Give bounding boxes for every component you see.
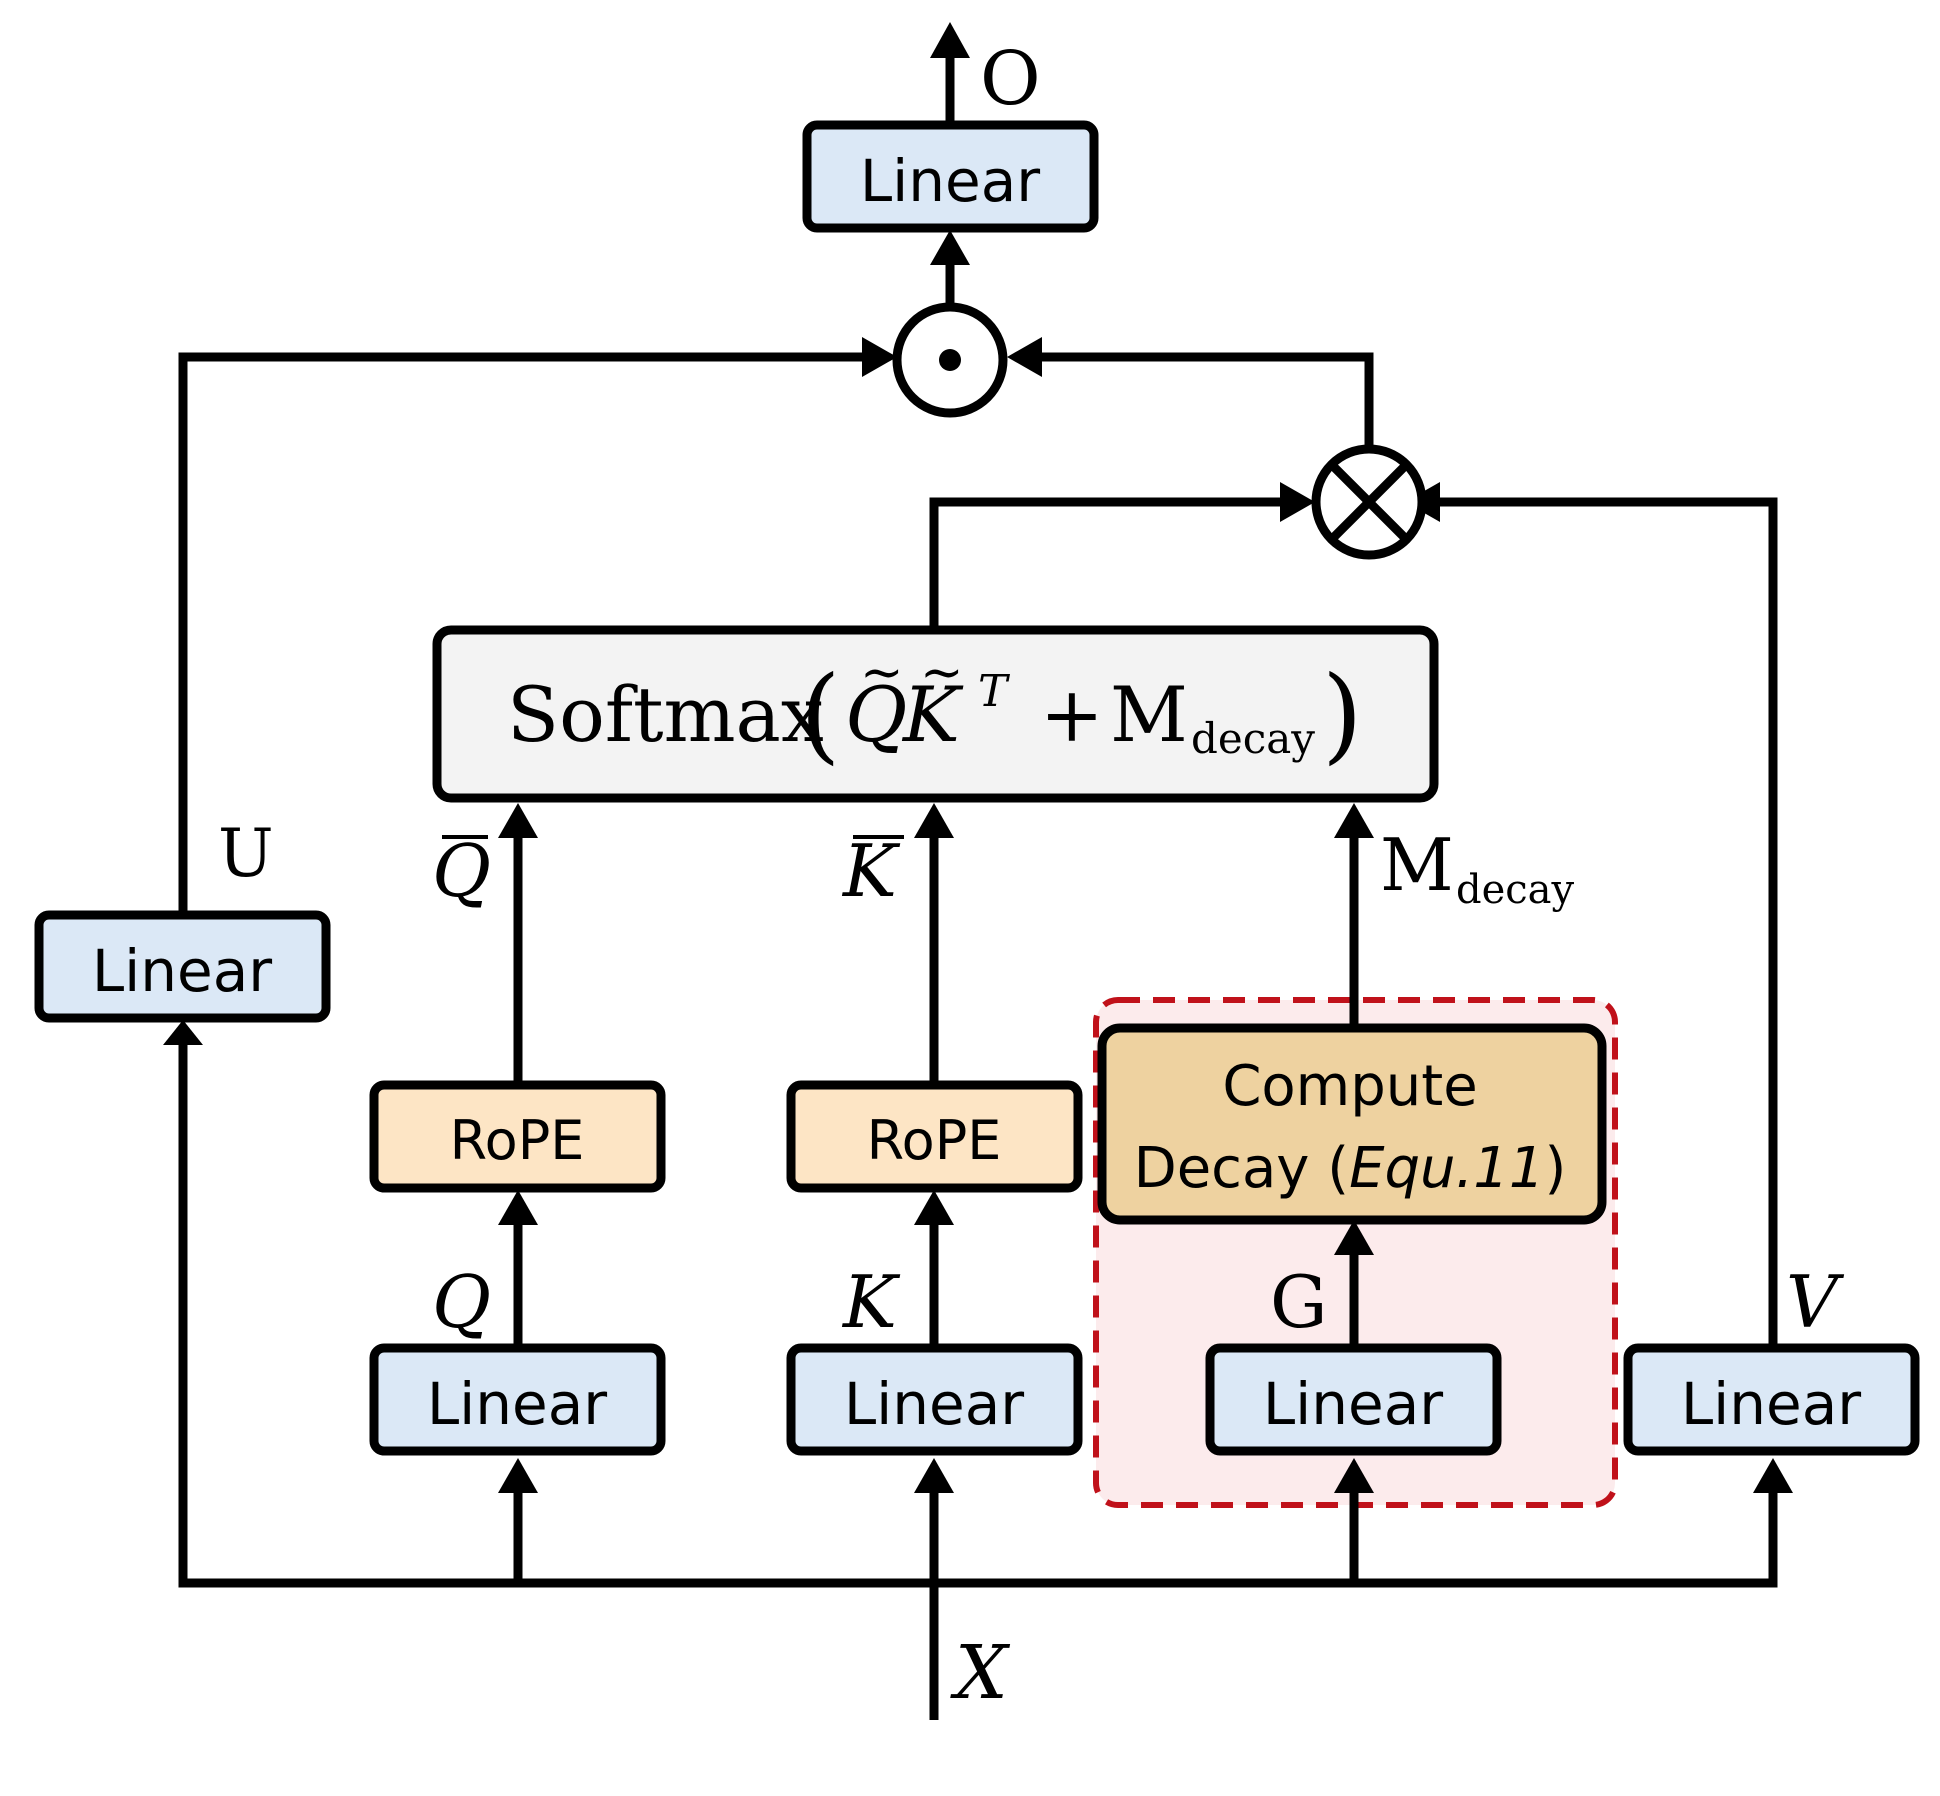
g-label: G [1270, 1260, 1328, 1344]
softmax-m-sub: decay [1191, 714, 1315, 763]
linear-v-label: Linear [1681, 1370, 1861, 1438]
compute-decay-prefix: Decay ( [1134, 1136, 1349, 1201]
connection-wires [178, 55, 1778, 1720]
m-decay-sub: decay [1456, 867, 1575, 913]
softmax-formula: Softmax ( Q ~ K ~ T + M decay ) [507, 643, 1363, 775]
matmul-operator [1311, 444, 1427, 560]
q-label: Q [432, 1260, 491, 1344]
linear-u-label: Linear [92, 937, 272, 1005]
softmax-q-tilde-q: Q [845, 670, 907, 759]
hadamard-operator [892, 302, 1008, 418]
arrowheads [163, 22, 1793, 1493]
softmax-k-tilde-k: K [901, 670, 964, 759]
m-decay-label: M [1380, 823, 1454, 907]
softmax-k-tilde: ~ [920, 643, 964, 703]
k-bar-label: K [841, 829, 901, 913]
linear-q-block [369, 1343, 666, 1456]
softmax-block [432, 625, 1439, 803]
q-bar-label: Q [432, 829, 491, 913]
softmax-fn: Softmax [507, 670, 824, 759]
linear-k-label: Linear [844, 1370, 1024, 1438]
compute-decay-block [1097, 1023, 1607, 1225]
linear-output-label: Linear [860, 147, 1040, 215]
compute-decay-line2: Decay (Equ.11) [1134, 1136, 1567, 1201]
linear-g-block [1205, 1343, 1502, 1456]
rope-k-block [786, 1080, 1083, 1193]
linear-output-block [802, 120, 1099, 233]
linear-g-label: Linear [1263, 1370, 1443, 1438]
linear-u-block [34, 910, 331, 1023]
compute-decay-eq: Equ.11 [1349, 1136, 1544, 1201]
rope-k-label: RoPE [867, 1109, 1002, 1172]
softmax-open-paren: ( [800, 653, 841, 775]
rope-q-block [369, 1080, 666, 1193]
v-label: V [1786, 1260, 1845, 1344]
linear-q-label: Linear [427, 1370, 607, 1438]
softmax-transpose: T [978, 666, 1011, 717]
compute-decay-line1: Compute [1222, 1054, 1477, 1119]
softmax-m: M [1110, 670, 1188, 759]
rope-q-label: RoPE [450, 1109, 585, 1172]
linear-k-block [786, 1343, 1083, 1456]
u-label: U [218, 815, 274, 892]
compute-decay-suffix: ) [1545, 1136, 1567, 1201]
softmax-close-paren: ) [1322, 653, 1363, 775]
k-label: K [841, 1260, 901, 1344]
output-label: O [980, 36, 1041, 122]
softmax-plus: + [1040, 670, 1104, 759]
x-label: X [950, 1630, 1011, 1716]
linear-v-block [1623, 1343, 1920, 1456]
softmax-q-tilde: ~ [860, 643, 904, 703]
